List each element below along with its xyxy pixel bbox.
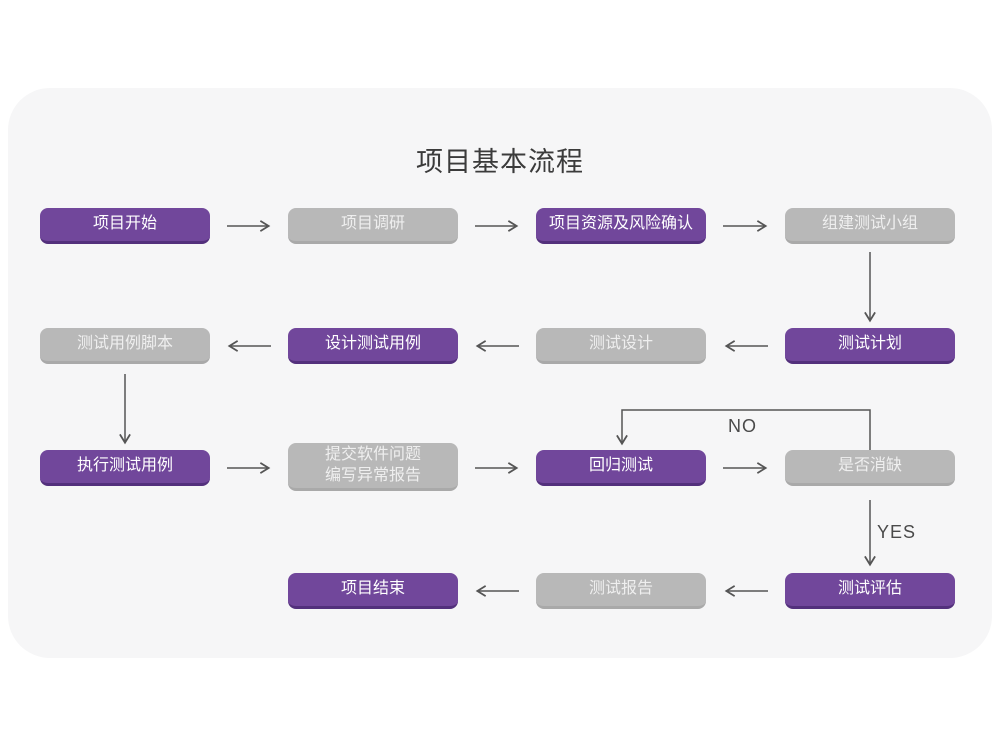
node-form-test-team: 组建测试小组 [785,208,955,244]
node-test-report: 测试报告 [536,573,706,609]
node-project-start: 项目开始 [40,208,210,244]
node-resources-risk-confirm: 项目资源及风险确认 [536,208,706,244]
node-submit-issues-report: 提交软件问题 编写异常报告 [288,443,458,491]
node-project-research: 项目调研 [288,208,458,244]
flowchart-card [8,88,992,658]
node-regression-test: 回归测试 [536,450,706,486]
node-execute-test-cases: 执行测试用例 [40,450,210,486]
node-test-plan: 测试计划 [785,328,955,364]
edge-label-yes: YES [877,522,917,542]
node-test-case-scripts: 测试用例脚本 [40,328,210,364]
edge-label-no: NO [728,416,757,436]
node-test-design: 测试设计 [536,328,706,364]
page-title: 项目基本流程 [416,147,584,177]
node-design-test-cases: 设计测试用例 [288,328,458,364]
node-defect-cleared: 是否消缺 [785,450,955,486]
node-test-evaluation: 测试评估 [785,573,955,609]
node-project-end: 项目结束 [288,573,458,609]
